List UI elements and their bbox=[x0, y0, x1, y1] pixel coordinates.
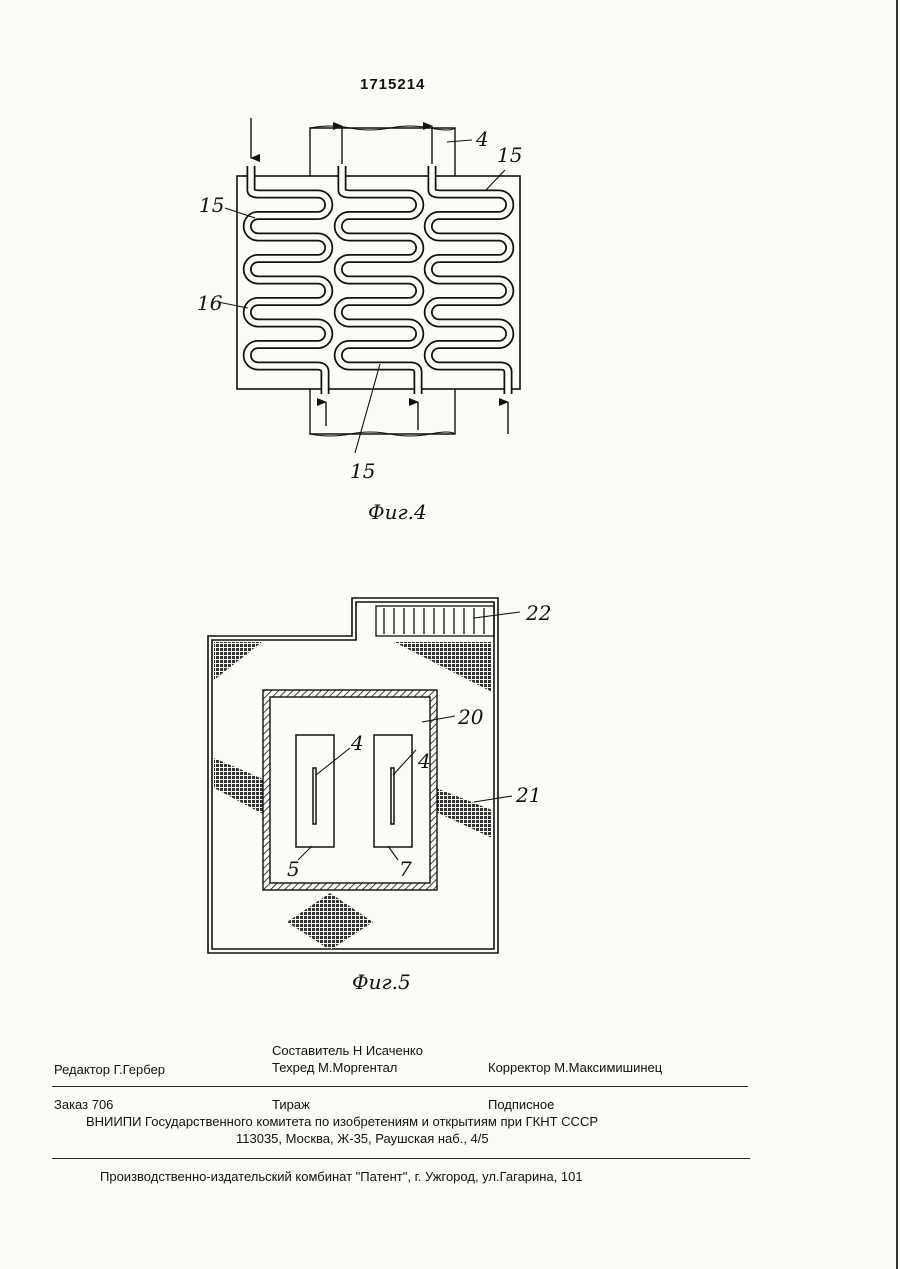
publisher-org: ВНИИПИ Государственного комитета по изоб… bbox=[86, 1114, 598, 1130]
printer-credit: Производственно-издательский комбинат "П… bbox=[100, 1169, 583, 1185]
corrector-credit: Корректор М.Максимишинец bbox=[488, 1060, 662, 1076]
figure-5-drawing: 22 20 4 4 21 5 7 bbox=[0, 0, 900, 1000]
colophon-rule-bottom bbox=[52, 1158, 750, 1159]
fig5-label-20: 20 bbox=[457, 705, 484, 729]
fig5-label-5: 5 bbox=[287, 857, 300, 881]
fig5-label-7: 7 bbox=[399, 857, 412, 881]
techred-credit: Техред М.Моргентал bbox=[272, 1060, 397, 1076]
fig5-label-4-left: 4 bbox=[350, 731, 364, 755]
editor-credit: Редактор Г.Гербер bbox=[54, 1062, 165, 1078]
fig5-label-21: 21 bbox=[515, 783, 541, 807]
subscription-label: Подписное bbox=[488, 1097, 554, 1113]
circulation-label: Тираж bbox=[272, 1097, 310, 1113]
fig5-label-4-right: 4 bbox=[417, 749, 431, 773]
fig5-label-22: 22 bbox=[525, 601, 551, 625]
fan-grille bbox=[376, 606, 494, 636]
order-number: Заказ 706 bbox=[54, 1097, 113, 1113]
publisher-address: 113035, Москва, Ж-35, Раушская наб., 4/5 bbox=[236, 1131, 489, 1147]
compiler-credit: Составитель Н Исаченко bbox=[272, 1043, 423, 1059]
figure-5-caption: Фиг.5 bbox=[352, 970, 411, 994]
colophon-rule-top bbox=[52, 1086, 748, 1087]
